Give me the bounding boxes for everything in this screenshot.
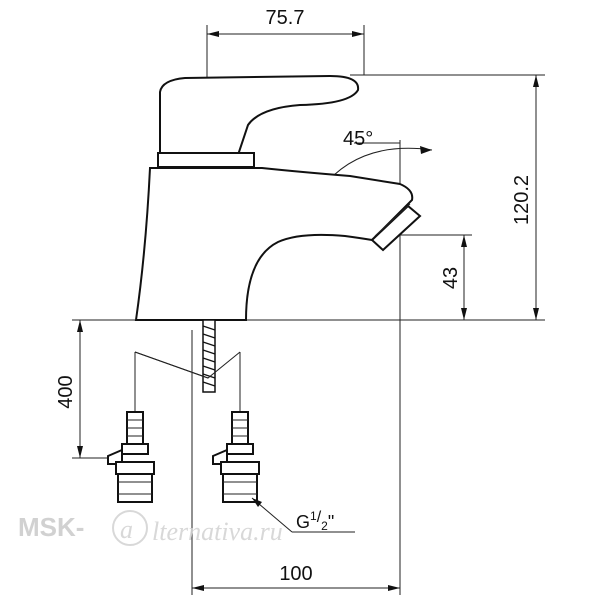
- dimension-label-hose-spacing: 100: [279, 563, 312, 585]
- handle-lever: [159, 74, 360, 156]
- dimension-label-spout-reach: 75.7: [266, 7, 305, 29]
- dimension-label-hose-length: 400: [55, 375, 77, 408]
- right-hose-connector: [212, 411, 260, 503]
- angle-label: 45°: [343, 128, 373, 150]
- threaded-stud: [202, 319, 216, 393]
- dimension-total-height: 120.2: [350, 74, 545, 320]
- watermark-at-logo: a: [112, 510, 148, 546]
- watermark-script: lternativa.ru: [152, 517, 283, 546]
- left-hose-connector: [107, 411, 155, 503]
- handle-collar: [157, 152, 255, 168]
- thread-label: G1/2": [296, 509, 334, 533]
- faucet-body: [134, 74, 422, 321]
- thread-callout: G1/2": [251, 497, 355, 533]
- dimension-label-total-height: 120.2: [511, 175, 533, 225]
- watermark: MSK- a lternativa.ru: [18, 510, 283, 546]
- dimension-hose-spacing: 100: [191, 330, 400, 595]
- svg-text:a: a: [120, 515, 133, 544]
- dimension-spout-height: 43: [395, 234, 472, 320]
- flexible-hoses: [134, 351, 241, 412]
- dimension-hose-length: 400: [55, 320, 115, 459]
- spout-body: [134, 167, 414, 321]
- dimension-label-spout-height: 43: [440, 267, 462, 289]
- watermark-brand: MSK-: [18, 512, 84, 542]
